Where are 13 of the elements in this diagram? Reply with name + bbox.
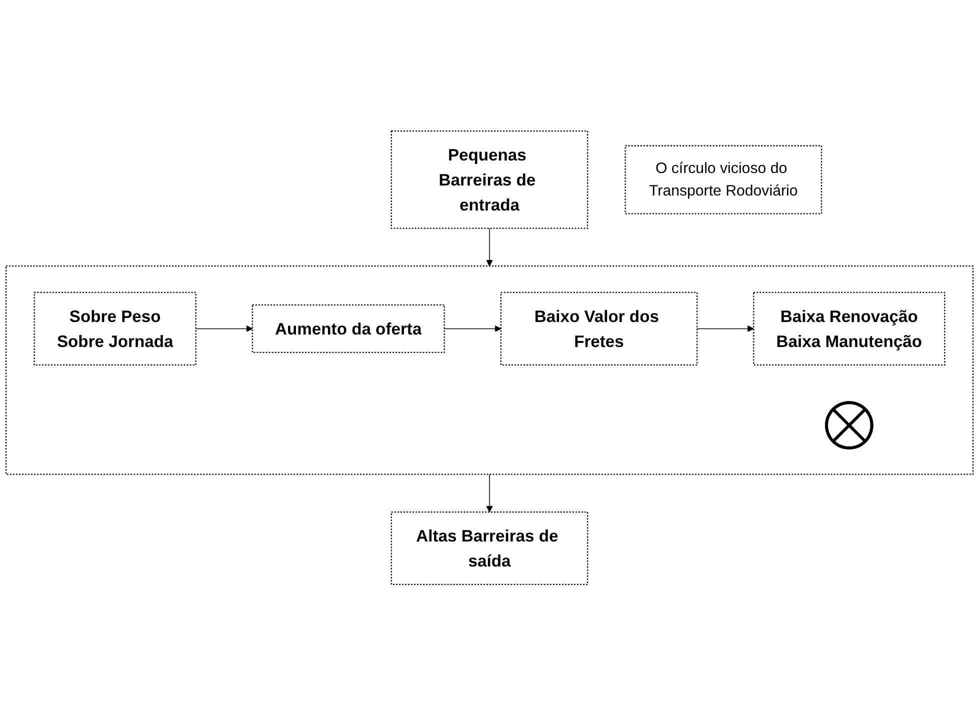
node-box: Baixo Valor dos Fretes [500,292,698,366]
arrow [696,325,754,332]
cluster [5,265,974,475]
node-box: Aumento da oferta [252,304,445,353]
arrow [444,325,502,332]
arrow [486,228,493,266]
node-box: Pequenas Barreiras de entrada [390,130,588,229]
arrow [195,325,253,332]
node-box: Baixa Renovação Baixa Manutenção [753,292,946,366]
node-box: Sobre Peso Sobre Jornada [34,292,196,366]
node-box: Altas Barreiras de saída [390,511,588,585]
node-box: O círculo vicioso do Transporte Rodoviário [624,144,822,214]
arrow [486,474,493,512]
